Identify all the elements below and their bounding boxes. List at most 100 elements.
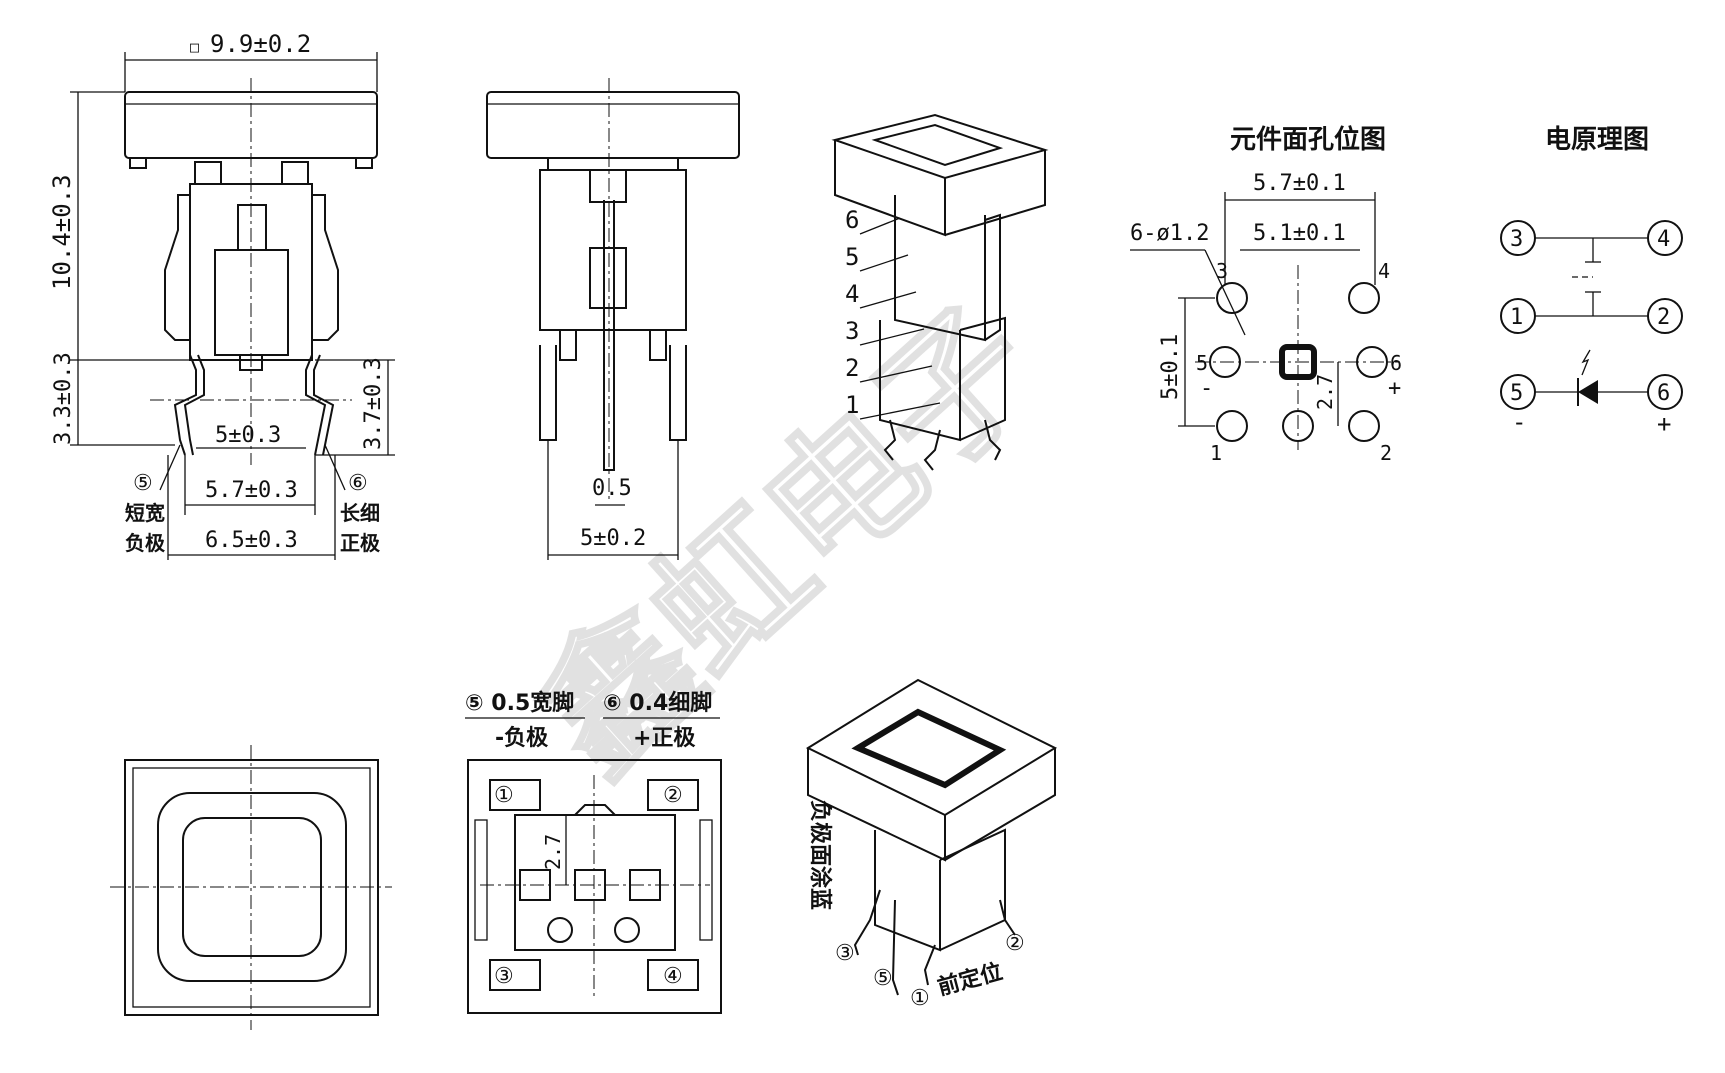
iso2-cap-left xyxy=(807,748,946,862)
stem-right xyxy=(281,161,309,185)
bottom-notch xyxy=(574,804,616,816)
bottom-view: ⑤ 0.5宽脚 -负极 ⑥ 0.4细脚 +正极 2.7 ① ② ③ ④ xyxy=(465,690,722,1014)
clip-left xyxy=(164,194,190,341)
bottom-side-left xyxy=(474,819,488,941)
bottom-mark-4: ④ xyxy=(663,964,683,989)
dim-pitch-outer-label: 6.5±0.3 xyxy=(205,528,298,553)
dim-hole-inner-label: 5.1±0.1 xyxy=(1253,221,1346,246)
dim-side-pinwidth-label: 0.5 xyxy=(592,476,632,501)
pin-right-inner xyxy=(313,354,335,456)
bottom-corner-tl xyxy=(489,779,541,811)
side-led-block xyxy=(589,247,627,309)
schematic-title: 电原理图 xyxy=(1545,125,1649,155)
bottom-mark-1: ① xyxy=(494,783,514,808)
iso-label-3: 3 xyxy=(845,317,859,345)
iso-cap-window xyxy=(871,123,1004,167)
iso-label-6: 6 xyxy=(845,206,859,234)
pin6-desc-2: 正极 xyxy=(340,531,381,555)
dim-width-label: 9.9±0.2 xyxy=(210,30,311,58)
stem-left xyxy=(194,161,222,185)
iso-cap-right xyxy=(944,150,1046,236)
hole-label-5: 5 xyxy=(1196,351,1208,375)
bottom-corner-bl xyxy=(489,959,541,991)
iso-base-side xyxy=(959,316,1006,441)
dim-hole-vert-label: 5±0.1 xyxy=(1158,334,1183,400)
side-pin-center xyxy=(603,200,615,471)
iso2-mark-2: ② xyxy=(1005,931,1025,956)
hole-spec-leader xyxy=(1204,249,1246,336)
side-body xyxy=(539,169,687,331)
square-symbol: □ xyxy=(190,38,199,56)
iso2-body-side xyxy=(939,828,1006,951)
pin5-desc-1: 短宽 xyxy=(125,501,165,525)
node-label-2: 2 xyxy=(1657,305,1670,330)
iso-body-side xyxy=(984,213,1001,341)
side-pin-left xyxy=(539,345,557,441)
iso-base xyxy=(879,320,961,442)
hole-layout: 元件面孔位图 5.7±0.1 5.1±0.1 6-ø1.2 3 4 5 6 1 … xyxy=(1130,124,1402,465)
iso-leader-3 xyxy=(859,328,925,346)
hole-label-3: 3 xyxy=(1216,259,1228,283)
dim-pitch-mid-label: 5.7±0.3 xyxy=(205,478,298,503)
iso2-cap-right xyxy=(944,748,1056,861)
iso-label-5: 5 xyxy=(845,243,859,271)
iso-pin-2 xyxy=(923,429,941,471)
body-inner xyxy=(214,249,289,356)
iso2-body xyxy=(874,830,941,952)
node-label-1: 1 xyxy=(1510,305,1523,330)
hole-plus: + xyxy=(1388,376,1401,401)
schematic-plus: + xyxy=(1657,410,1671,438)
hole-4 xyxy=(1348,282,1380,314)
dim-pitch-inner-label: 5±0.3 xyxy=(215,423,281,448)
front-view: □ 9.9±0.2 10.4±0.3 3.3±0.3 3.7±0.3 5±0.3… xyxy=(48,30,395,560)
schematic-minus: - xyxy=(1512,408,1526,436)
iso-label-4: 4 xyxy=(845,280,859,308)
bottom-inner xyxy=(514,814,676,951)
led-window xyxy=(237,204,267,251)
bottom-outer xyxy=(467,759,722,1014)
bottom-label5: ⑤ 0.5宽脚 xyxy=(465,690,574,716)
hole-minus: - xyxy=(1200,376,1213,401)
node-label-4: 4 xyxy=(1657,227,1670,252)
iso-view xyxy=(831,113,1049,471)
iso2-ring xyxy=(851,708,1007,789)
iso2-side-note: 负极面涂蓝 xyxy=(807,800,833,910)
top-view xyxy=(110,745,392,1030)
bottom-label5-sub: -负极 xyxy=(495,726,549,751)
iso2-pin-5 xyxy=(891,899,899,996)
dim-height-label: 10.4±0.3 xyxy=(48,174,76,290)
node-label-6: 6 xyxy=(1657,381,1670,406)
iso-label-2: 2 xyxy=(845,354,859,382)
body-notch xyxy=(239,355,263,371)
bottom-corner-br xyxy=(647,959,699,991)
iso-body xyxy=(894,195,986,342)
bottom-mark-2: ② xyxy=(663,783,683,808)
hole-label-6: 6 xyxy=(1390,351,1402,375)
led-triangle xyxy=(1578,380,1598,404)
pin-left-inner xyxy=(183,354,205,456)
iso-label-1: 1 xyxy=(845,391,859,419)
dim-bottom-label: 2.7 xyxy=(541,834,565,870)
pin6-desc-1: 长细 xyxy=(340,501,380,525)
dim-pinlen-right-label: 3.7±0.3 xyxy=(361,357,386,450)
side-post-left xyxy=(559,329,577,361)
hole-label-2: 2 xyxy=(1380,441,1392,465)
hole-label-1: 1 xyxy=(1210,441,1222,465)
iso-pin-1 xyxy=(883,419,897,461)
bottom-label6-sub: +正极 xyxy=(633,726,696,751)
pin-right xyxy=(305,354,327,456)
iso2-mark-5: ⑤ xyxy=(873,966,893,991)
side-post-right xyxy=(649,329,667,361)
iso-leader-4 xyxy=(859,291,917,309)
hole-2 xyxy=(1348,410,1380,442)
side-pin-right xyxy=(669,345,687,441)
hole-spec-label: 6-ø1.2 xyxy=(1130,221,1209,246)
iso-leader-2 xyxy=(859,365,933,383)
iso2-pin-3 xyxy=(853,889,881,956)
iso-bottom-view: 负极面涂蓝 ③ ⑤ ① ② 前定位 xyxy=(805,678,1058,1011)
cap-foot-right xyxy=(355,157,373,169)
clip-right xyxy=(312,194,339,341)
iso2-mark-1: ① xyxy=(910,986,930,1011)
hole-3 xyxy=(1216,282,1248,314)
